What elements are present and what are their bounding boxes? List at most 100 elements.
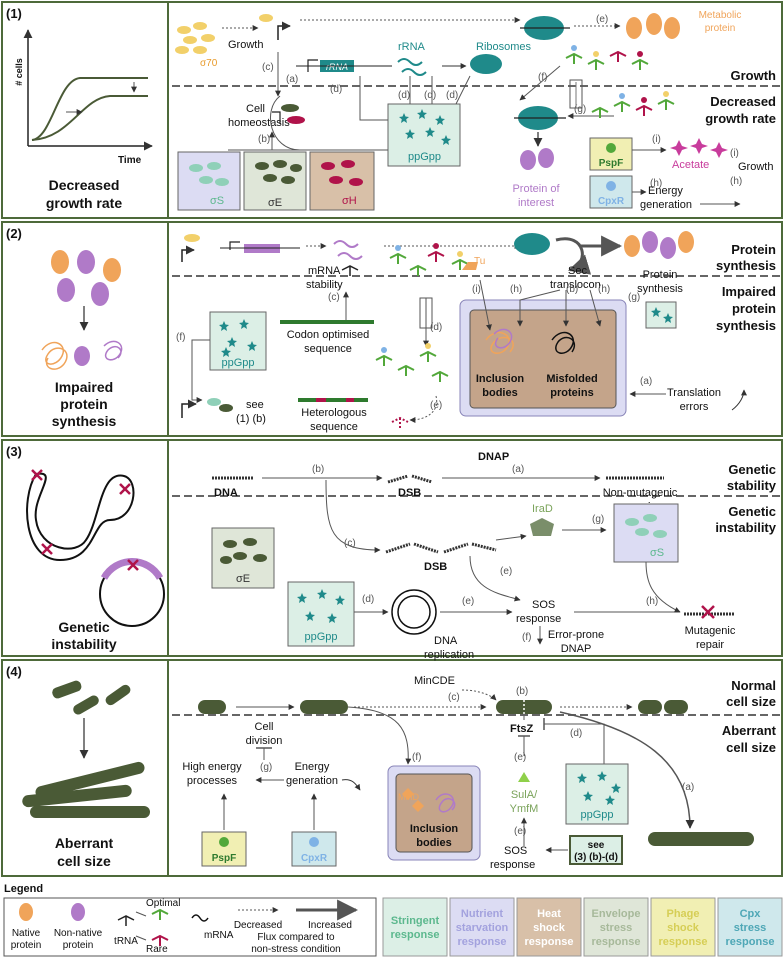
letter-c: (c) xyxy=(448,692,460,703)
legend-optimal: Optimal xyxy=(146,898,180,909)
energy-label-2: generation xyxy=(640,199,692,211)
ppgpp-label: ppGpp xyxy=(304,631,337,643)
panel-frames xyxy=(1,1,783,877)
cell-dividing xyxy=(496,700,552,714)
letter-a: (a) xyxy=(512,464,524,475)
dnap-label: DNAP xyxy=(478,451,509,463)
legend-flux-2: non-stress condition xyxy=(251,944,341,955)
growth-right-label: Growth xyxy=(738,161,773,173)
ribosome-icon xyxy=(470,54,502,74)
region-bottom-1: Impaired xyxy=(722,284,776,299)
panel-1: (1) # cells Time Decreased growth rate G… xyxy=(6,6,776,211)
inclusion-2: bodies xyxy=(416,837,451,849)
legend-response-label: Heat xyxy=(537,908,561,920)
side-title-2: growth rate xyxy=(46,195,122,211)
transl-errors-2: errors xyxy=(680,401,709,413)
legend-mrna: mRNA xyxy=(204,930,234,941)
protein-synth-icons xyxy=(624,231,694,259)
legend-response-label: stress xyxy=(600,922,632,934)
panel-number: (1) xyxy=(6,6,22,21)
legend-response-label: response xyxy=(592,936,641,948)
errprone-2: DNAP xyxy=(561,643,592,655)
legend-response-label: starvation xyxy=(456,922,509,934)
sula-icon xyxy=(518,772,530,782)
misfolded-1: Misfolded xyxy=(546,373,597,385)
letter-c: (c) xyxy=(328,292,340,303)
letter-c: (c) xyxy=(262,62,274,73)
inclusion-2: bodies xyxy=(482,387,517,399)
legend-flux-1: Flux compared to xyxy=(257,932,335,943)
panel-number: (4) xyxy=(6,664,22,679)
letter-d-2: (d) xyxy=(398,90,410,101)
letter-d-3: (d) xyxy=(424,90,436,101)
legend-native-1: Native xyxy=(12,928,41,939)
protein-synth-1: Protein xyxy=(643,269,678,281)
sigmaE-label: σE xyxy=(268,197,282,209)
legend-nonnative-2: protein xyxy=(63,940,94,951)
protein-of-interest-icons xyxy=(520,148,554,170)
letter-i: (i) xyxy=(472,284,481,295)
legend-response-label: shock xyxy=(533,922,566,934)
sos-1: SOS xyxy=(532,599,555,611)
ppgpp-small-box xyxy=(645,301,677,329)
letter-d: (d) xyxy=(430,322,442,333)
legend-response-label: Stringent xyxy=(391,915,440,927)
region-top-2: synthesis xyxy=(716,258,776,273)
mutagenic-2: repair xyxy=(696,639,724,651)
legend-response-label: Phage xyxy=(666,908,699,920)
pspf-label: PspF xyxy=(599,158,623,169)
region-bottom-2: protein xyxy=(732,301,776,316)
letter-b: (b) xyxy=(566,284,578,295)
side-title-2: instability xyxy=(51,636,117,652)
legend-increased: Increased xyxy=(308,920,352,931)
hetero-2: sequence xyxy=(310,421,358,433)
legend-nonnative-1: Non-native xyxy=(54,928,103,939)
aggregate-icons xyxy=(41,340,123,370)
legend-response-label: response xyxy=(391,929,440,941)
dna-rep-2: replication xyxy=(424,649,474,661)
mrna-stability-1: mRNA xyxy=(308,265,341,277)
ribosomes-label: Ribosomes xyxy=(476,41,532,53)
high-energy-2: processes xyxy=(187,775,238,787)
cell-small xyxy=(198,700,226,714)
rod-cells xyxy=(52,680,131,715)
letter-h: (h) xyxy=(650,178,662,189)
errprone-1: Error-prone xyxy=(548,629,604,641)
cell-long xyxy=(648,832,754,846)
ppgpp-box xyxy=(209,311,267,371)
legend-trna: tRNA xyxy=(114,936,138,947)
legend-rare: Rare xyxy=(146,944,168,955)
codon-bar xyxy=(280,320,374,324)
ppgpp-box xyxy=(565,763,629,825)
letter-d: (d) xyxy=(362,594,374,605)
chromosome-loop xyxy=(26,472,135,562)
legend-responses: StringentresponseNutrientstarvationrespo… xyxy=(382,897,783,957)
region-top-1: Protein xyxy=(731,242,776,257)
nonnative-protein-icons xyxy=(57,250,109,306)
letter-h-2: (h) xyxy=(598,284,610,295)
letter-g: (g) xyxy=(260,762,272,773)
metabolic-protein-label-2: protein xyxy=(705,23,736,34)
letter-e-2: (e) xyxy=(514,826,526,837)
x-axis-label: Time xyxy=(118,155,142,166)
acetate-icons xyxy=(670,138,728,158)
see-1: see xyxy=(588,840,605,851)
cell-homeostasis-1: Cell xyxy=(246,103,265,115)
protein-interest-1: Protein of xyxy=(512,183,560,195)
ribosome-icon xyxy=(514,233,550,255)
see-2: (1) (b) xyxy=(236,413,266,425)
transl-errors-1: Translation xyxy=(667,387,721,399)
legend-response-label: shock xyxy=(667,922,700,934)
cpxr-label: CpxR xyxy=(301,853,328,864)
sigmaH-label: σH xyxy=(342,195,357,207)
protein-interest-2: interest xyxy=(518,197,554,209)
region-top-1: Genetic xyxy=(728,462,776,477)
panel-number: (2) xyxy=(6,226,22,241)
letter-e: (e) xyxy=(596,14,608,25)
legend-title: Legend xyxy=(4,883,43,895)
letter-b: (b) xyxy=(312,464,324,475)
cell-homeostasis-2: homeostasis xyxy=(228,117,290,129)
region-label-decreased-2: growth rate xyxy=(705,111,776,126)
growth-label: Growth xyxy=(228,39,263,51)
codon-1: Codon optimised xyxy=(287,329,370,341)
